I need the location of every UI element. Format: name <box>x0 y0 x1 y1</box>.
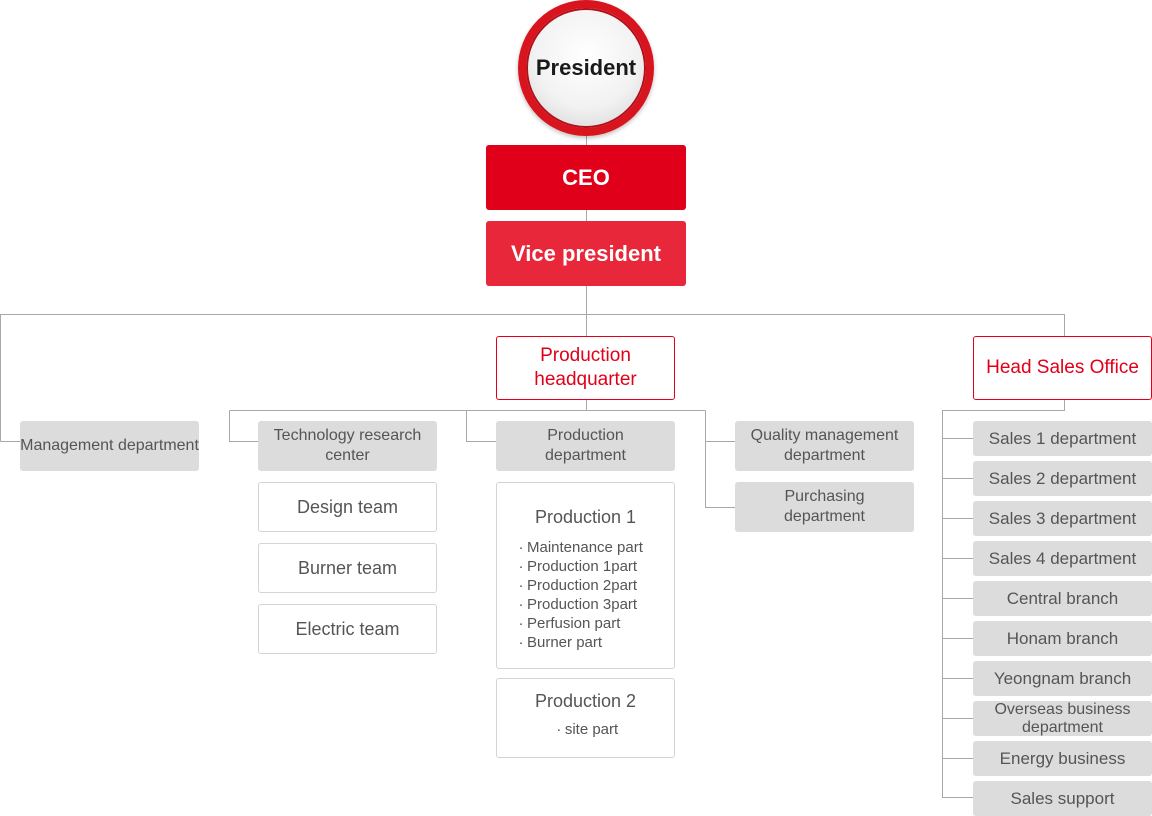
sales-2-department-node: Sales 2 department <box>973 461 1152 496</box>
vice-president-node: Vice president <box>486 221 686 286</box>
honam-branch-node: Honam branch <box>973 621 1152 656</box>
purchasing-department-node: Purchasing department <box>735 482 914 532</box>
part-item: Production 1part <box>515 557 674 576</box>
central-branch-node: Central branch <box>973 581 1152 616</box>
sales-3-department-node: Sales 3 department <box>973 501 1152 536</box>
design-team-node: Design team <box>258 482 437 532</box>
production-headquarter-node: Production headquarter <box>496 336 675 400</box>
quality-management-department-node: Quality management department <box>735 421 914 471</box>
overseas-business-department-node: Overseas business department <box>973 701 1152 736</box>
president-node: President <box>518 0 654 136</box>
ceo-node: CEO <box>486 145 686 210</box>
head-sales-office-node: Head Sales Office <box>973 336 1152 400</box>
production-department-node: Production department <box>496 421 675 471</box>
production-2-title: Production 2 <box>534 691 637 711</box>
part-item: site part <box>497 720 674 739</box>
burner-team-node: Burner team <box>258 543 437 593</box>
sales-4-department-node: Sales 4 department <box>973 541 1152 576</box>
technology-research-center-node: Technology research center <box>258 421 437 471</box>
part-item: Perfusion part <box>515 614 674 633</box>
production-1-box: Production 1 Maintenance part Production… <box>496 482 675 669</box>
production-2-parts: site part <box>497 720 674 739</box>
production-1-parts: Maintenance part Production 1part Produc… <box>515 538 674 652</box>
production-1-title: Production 1 <box>534 507 637 527</box>
part-item: Burner part <box>515 633 674 652</box>
part-item: Production 3part <box>515 595 674 614</box>
energy-business-node: Energy business <box>973 741 1152 776</box>
part-item: Maintenance part <box>515 538 674 557</box>
production-2-box: Production 2 site part <box>496 678 675 758</box>
sales-support-node: Sales support <box>973 781 1152 816</box>
sales-1-department-node: Sales 1 department <box>973 421 1152 456</box>
yeongnam-branch-node: Yeongnam branch <box>973 661 1152 696</box>
part-item: Production 2part <box>515 576 674 595</box>
management-department-node: Management department <box>20 421 199 471</box>
electric-team-node: Electric team <box>258 604 437 654</box>
